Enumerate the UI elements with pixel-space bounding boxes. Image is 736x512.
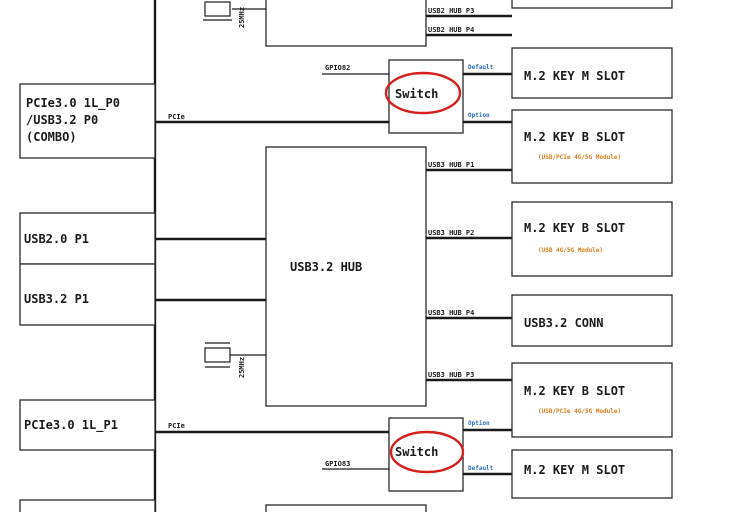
usb32-conn-label: USB3.2 CONN — [524, 316, 603, 330]
lower-hub-partial-block — [265, 504, 427, 512]
switch-top-label: Switch — [395, 87, 438, 101]
usb32-hub-block — [265, 146, 427, 407]
m2-key-m-bot-block — [511, 449, 673, 499]
usb3-p1-label: USB3.2 P1 — [24, 292, 89, 306]
m2-key-m-bot-label: M.2 KEY M SLOT — [524, 463, 625, 477]
pcie-combo-line1: PCIe3.0 1L_P0 — [26, 96, 120, 111]
switch-bottom-highlight — [389, 430, 465, 474]
switch-top-option-label: Option — [468, 112, 490, 119]
m2-key-b-bot-note: (USB/PCIe 4G/5G Module) — [538, 408, 621, 415]
switch-top-highlight — [384, 71, 462, 115]
m2-key-m-top-label: M.2 KEY M SLOT — [524, 69, 625, 83]
pcie-p1-block — [19, 399, 156, 451]
usb32-conn-block — [511, 294, 673, 347]
usb3-hub-p4-label: USB3 HUB P4 — [428, 309, 474, 317]
m2-key-b-bot-block — [511, 362, 673, 438]
usb3-p1-block — [19, 263, 156, 326]
usb3-hub-p3-label: USB3 HUB P3 — [428, 371, 474, 379]
top-crystal-label: 25MHz — [238, 7, 246, 28]
bottom-partial-block — [19, 499, 156, 512]
pcie-p1-label: PCIe3.0 1L_P1 — [24, 418, 118, 433]
hub-crystal-icon — [204, 347, 231, 363]
switch-bottom-label: Switch — [395, 445, 438, 459]
m2-key-b-mid-block — [511, 201, 673, 277]
m2-key-b-top-block — [511, 109, 673, 184]
usb32-hub-label: USB3.2 HUB — [290, 260, 362, 274]
usb3-hub-p2-label: USB3 HUB P2 — [428, 229, 474, 237]
hub-crystal-label: 25MHz — [238, 357, 246, 378]
m2-key-b-top-label: M.2 KEY B SLOT — [524, 130, 625, 144]
m2-key-b-top-note: (USB/PCIe 4G/5G Module) — [538, 154, 621, 161]
usb3-hub-p1-label: USB3 HUB P1 — [428, 161, 474, 169]
m2-key-b-mid-note: (USB 4G/5G Module) — [538, 247, 603, 254]
usb2-p1-label: USB2.0 P1 — [24, 232, 89, 246]
switch-bottom-block — [388, 417, 464, 492]
upper-hub-block — [265, 0, 427, 47]
pcie-combo-line2: /USB3.2 P0 — [26, 113, 98, 127]
m2-key-m-top-block — [511, 47, 673, 99]
gpio83-label: GPIO83 — [325, 460, 350, 468]
pcie-bottom-label: PCIe — [168, 422, 185, 430]
top-right-partial-block — [511, 0, 673, 9]
top-crystal-icon — [204, 1, 231, 17]
usb2-hub-p3-label: USB2 HUB P3 — [428, 7, 474, 15]
switch-bottom-option-label: Option — [468, 420, 490, 427]
switch-bottom-default-label: Default — [468, 465, 494, 472]
m2-key-b-mid-label: M.2 KEY B SLOT — [524, 221, 625, 235]
gpio82-label: GPIO82 — [325, 64, 350, 72]
switch-top-default-label: Default — [468, 64, 494, 71]
pcie-top-label: PCIe — [168, 113, 185, 121]
usb2-hub-p4-label: USB2 HUB P4 — [428, 26, 474, 34]
pcie-combo-line3: (COMBO) — [26, 130, 77, 144]
m2-key-b-bot-label: M.2 KEY B SLOT — [524, 384, 625, 398]
usb2-p1-block — [19, 212, 156, 265]
